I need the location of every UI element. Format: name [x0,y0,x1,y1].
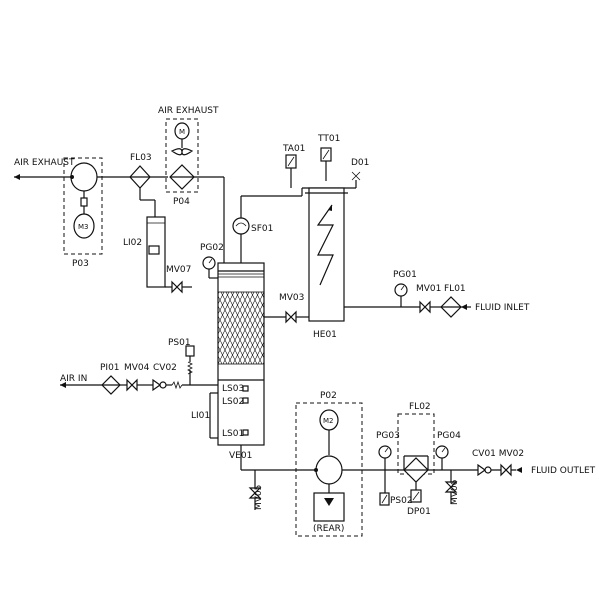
sf01-pg02-group: SF01 PG02 [200,196,273,279]
ps01-label: PS01 [168,338,191,348]
svg-text:M: M [179,128,185,136]
mv05-label: MV05 [254,485,264,510]
mv06-label: MV06 [450,479,460,505]
cv01-check-valve-icon[interactable] [477,463,487,477]
fl01-label: FL01 [444,284,466,294]
p03-dashed-box [63,157,103,255]
pg01-label: PG01 [393,270,417,280]
ls01-label: LS01 [222,429,244,439]
ps01-switch[interactable] [185,345,195,357]
li02-gauge [148,245,160,255]
pg02-label: PG02 [200,243,224,253]
flow-arrow-icon [14,174,20,180]
p02-base [313,492,345,522]
d01-label: D01 [351,158,369,168]
sf01-label: SF01 [251,224,273,234]
p02-label: P02 [320,391,337,401]
pg03-label: PG03 [376,431,400,441]
fl03-label: FL03 [130,153,152,163]
li01-label: LI01 [191,411,210,421]
level-switches: LS03 LS02 LS01 LI01 [191,384,249,439]
pi01-label: PI01 [100,363,120,373]
mv02-valve-icon[interactable] [500,463,512,477]
mv07-valve-icon[interactable] [171,280,183,294]
fluid-inlet-line: MV03 PG01 MV01 FL01 FLUID INLET [264,270,530,324]
ve01-packing [217,291,265,365]
m2-label: M2 [323,417,334,425]
mv06-valve-icon[interactable] [444,481,458,493]
ls02-label: LS02 [222,397,244,407]
p04-dashed-box [165,118,199,193]
p04-exhaust-fan-group: AIR EXHAUST M P04 [158,106,225,263]
mv05-valve-icon[interactable] [248,487,262,499]
air-exhaust-top-label: AIR EXHAUST [158,106,219,116]
p03-exhaust-fan-group: AIR EXHAUST M3 P03 [14,157,130,269]
ps01-group: PS01 [168,338,195,375]
ps02-label: PS02 [390,496,413,506]
p02-pump-icon[interactable] [315,455,343,485]
ve01-column: VE01 [217,262,265,470]
flow-arrow-icon [60,382,66,388]
tt01-label: TT01 [317,134,340,144]
fluid-outlet-line: MV05 P02 M2 (REAR) PG03 PS02 FL02 DP01 [241,391,596,537]
d01-vent-icon[interactable] [351,171,361,181]
p03-label: P03 [72,259,89,269]
he01-label: HE01 [313,330,337,340]
ls03-label: LS03 [222,384,244,394]
cv02-label: CV02 [153,363,177,373]
m3-label: M3 [78,223,89,231]
cv02-check-valve-icon[interactable] [152,378,162,392]
li02-tank-group: LI02 MV07 [123,216,192,294]
p03-fan-icon[interactable] [70,162,98,192]
mv01-label: MV01 [416,284,441,294]
pg04-label: PG04 [437,431,461,441]
mv07-label: MV07 [166,265,191,275]
fluid-outlet-label: FLUID OUTLET [531,466,596,476]
p02-dashed-box [295,402,363,537]
p04-label: P04 [173,197,190,207]
fl03-filter-group: FL03 [129,153,168,217]
he01-coil-icon [316,204,334,286]
he01-heat-exchanger: HE01 [241,187,356,340]
fl02-label: FL02 [409,402,431,412]
p04-fan-icon [170,148,194,156]
mv01-valve-icon[interactable] [419,300,431,314]
flex-hose-icon [171,380,183,390]
m3-motor-icon[interactable] [73,213,95,239]
mv03-valve-icon[interactable] [285,310,297,324]
fluid-inlet-label: FLUID INLET [475,303,530,313]
cv01-mv02-label: CV01 MV02 [472,449,524,459]
air-exhaust-left-label: AIR EXHAUST [14,158,75,168]
ta01-label: TA01 [282,144,305,154]
air-in-label: AIR IN [60,374,87,384]
rear-label: (REAR) [313,524,344,534]
mv04-valve-icon[interactable] [126,378,138,392]
mv04-label: MV04 [124,363,150,373]
dp01-label: DP01 [407,507,431,517]
air-in-line: AIR IN PI01 MV04 CV02 [60,363,218,395]
mv03-label: MV03 [279,293,304,303]
instruments-top: TA01 TT01 D01 [282,134,369,188]
li02-label: LI02 [123,238,142,248]
sf01-switch-icon[interactable] [232,217,250,235]
